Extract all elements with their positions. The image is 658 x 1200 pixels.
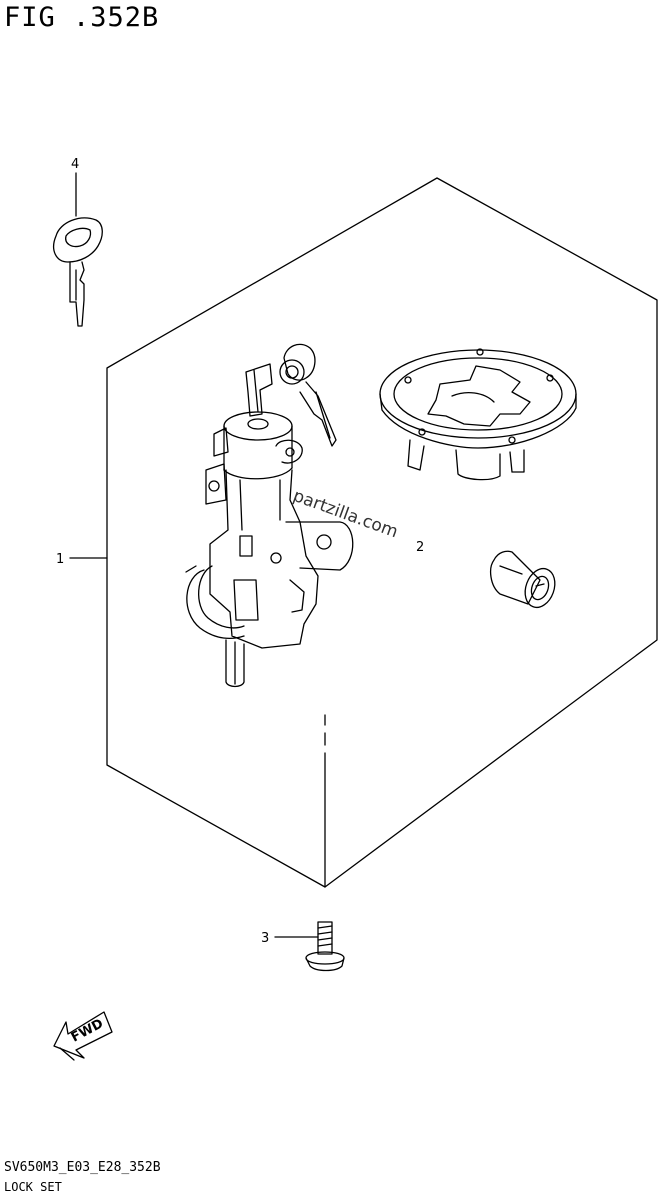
callout-2: 2 <box>416 540 424 555</box>
callout-2-label: 2 <box>416 540 424 555</box>
callout-1: 1 <box>56 552 108 567</box>
figure-title: FIG .352B <box>4 2 160 33</box>
group-name: LOCK SET <box>4 1180 62 1194</box>
fuel-cap-icon <box>379 348 577 481</box>
callout-1-label: 1 <box>56 552 64 567</box>
forward-arrow-icon: FWD <box>53 1011 113 1061</box>
screw-icon <box>305 921 345 972</box>
model-code: SV650M3_E03_E28_352B <box>4 1160 161 1175</box>
forward-arrow-label: FWD <box>69 1016 106 1045</box>
callout-3-label: 3 <box>261 931 269 946</box>
watermark-text: partzilla.com <box>290 486 400 542</box>
ignition-switch-icon <box>185 343 354 688</box>
spare-key-icon <box>53 217 103 327</box>
callout-4: 4 <box>71 157 79 217</box>
callout-4-label: 4 <box>71 157 79 172</box>
seat-lock-cylinder-icon <box>489 550 556 609</box>
callout-3: 3 <box>261 931 319 946</box>
